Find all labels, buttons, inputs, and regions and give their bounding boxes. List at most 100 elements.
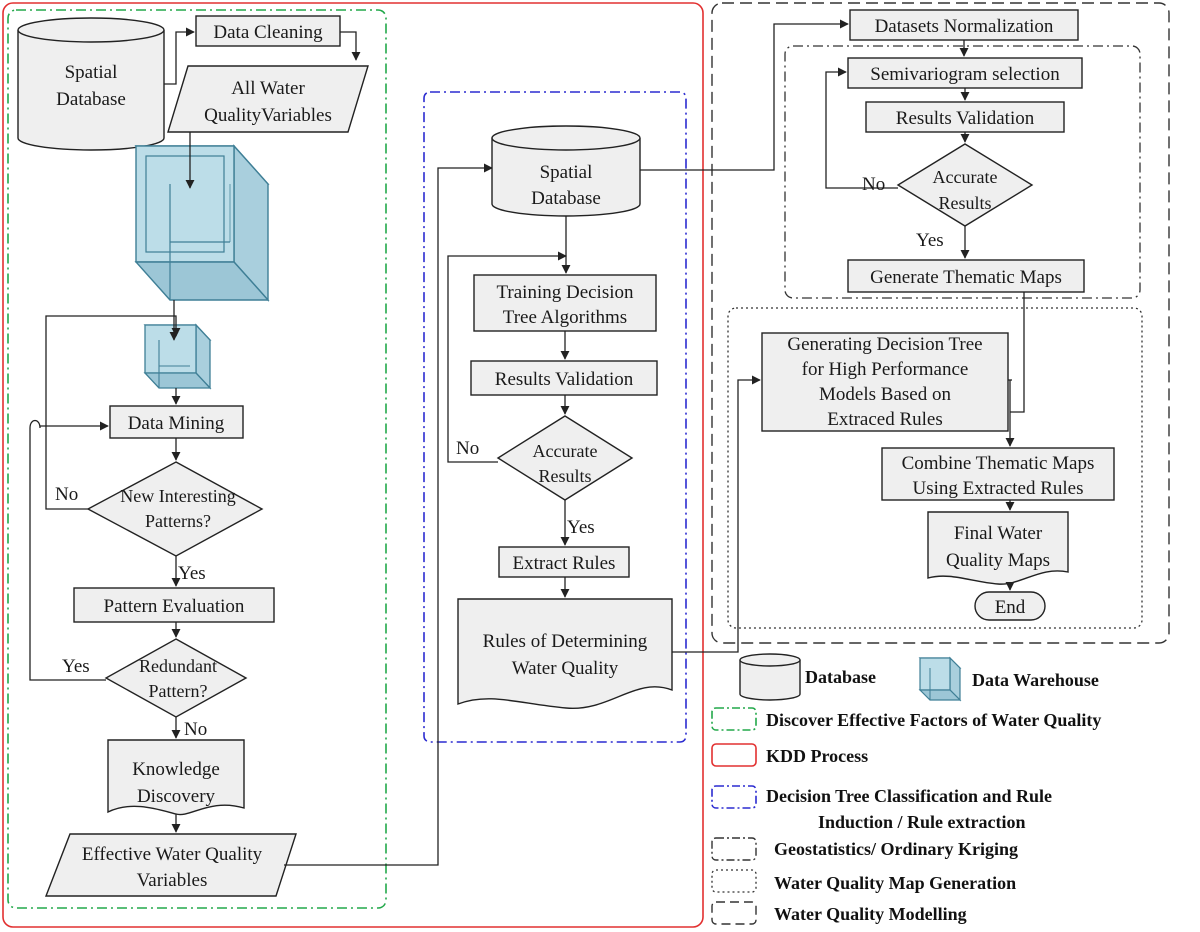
edge-yes-loop-2 <box>29 419 109 681</box>
svg-text:Spatial: Spatial <box>540 162 593 183</box>
svg-text:Generate Thematic Maps: Generate Thematic Maps <box>870 267 1062 288</box>
spatial-database-2: Spatial Database <box>491 125 641 217</box>
svg-text:Patterns?: Patterns? <box>145 511 211 531</box>
data-warehouse-large-icon <box>134 144 270 302</box>
svg-text:Discovery: Discovery <box>137 786 216 807</box>
svg-text:Results Validation: Results Validation <box>896 108 1035 129</box>
svg-text:Accurate: Accurate <box>533 441 598 461</box>
svg-text:Using Extracted Rules: Using Extracted Rules <box>913 478 1084 499</box>
training-decision-tree-box: Training Decision Tree Algorithms <box>473 274 657 332</box>
svg-text:Database: Database <box>531 188 601 209</box>
svg-text:Data Cleaning: Data Cleaning <box>213 22 323 43</box>
legend-discover-label: Discover Effective Factors of Water Qual… <box>766 710 1101 730</box>
svg-text:Extraced Rules: Extraced Rules <box>827 409 943 430</box>
svg-text:Pattern Evaluation: Pattern Evaluation <box>104 596 245 617</box>
decision-tree-frame <box>423 91 687 743</box>
label-yes-3: Yes <box>567 517 595 538</box>
all-water-quality-variables: All Water QualityVariables <box>167 65 369 133</box>
legend-red-swatch <box>711 743 757 767</box>
knowledge-discovery-document: Knowledge Discovery <box>107 739 245 816</box>
accurate-results-diamond-3: Accurate Results <box>896 143 1034 227</box>
svg-text:Models Based on: Models Based on <box>819 384 951 405</box>
legend-database-icon <box>739 653 801 701</box>
data-warehouse-small-icon <box>143 323 212 390</box>
edge-no-loop-3 <box>447 251 567 463</box>
legend-data-warehouse-icon <box>918 656 962 702</box>
svg-text:Rules of Determining: Rules of Determining <box>483 631 648 652</box>
edge-rules-to-generating <box>672 375 761 653</box>
svg-text:New Interesting: New Interesting <box>120 486 235 506</box>
svg-text:Water Quality: Water Quality <box>512 658 619 679</box>
generate-thematic-maps-box: Generate Thematic Maps <box>847 259 1085 293</box>
legend-decision-tree-label-1: Decision Tree Classification and Rule <box>766 786 1052 806</box>
legend-modelling-label: Water Quality Modelling <box>774 904 967 924</box>
svg-text:Final Water: Final Water <box>954 523 1043 544</box>
kdd-process-frame <box>2 2 704 928</box>
data-cleaning-box: Data Cleaning <box>195 15 341 47</box>
final-water-quality-maps-document: Final Water Quality Maps <box>927 511 1069 585</box>
legend-blue-swatch <box>711 785 757 809</box>
svg-text:Knowledge: Knowledge <box>132 759 220 780</box>
svg-text:Results: Results <box>538 466 591 486</box>
svg-text:Generating Decision Tree: Generating Decision Tree <box>787 334 982 355</box>
results-validation-box-3: Results Validation <box>865 101 1065 133</box>
legend-kdd-label: KDD Process <box>766 746 868 766</box>
new-interesting-patterns-diamond: New Interesting Patterns? <box>86 461 264 557</box>
edge-db-to-cleaning <box>164 27 195 85</box>
svg-text:Semivariogram selection: Semivariogram selection <box>870 64 1060 85</box>
svg-text:Tree Algorithms: Tree Algorithms <box>503 307 627 328</box>
legend-dashed-swatch <box>711 901 757 925</box>
combine-thematic-maps-box: Combine Thematic Maps Using Extracted Ru… <box>881 447 1115 501</box>
generating-decision-tree-box: Generating Decision Tree for High Perfor… <box>761 332 1009 432</box>
svg-text:Results: Results <box>938 193 991 213</box>
geostatistics-frame <box>784 45 1141 299</box>
label-no-4: No <box>862 174 885 195</box>
edge-db2-to-normalization <box>640 19 849 171</box>
edge-effective-to-db2 <box>284 163 493 866</box>
label-no-2: No <box>184 719 207 740</box>
legend-database-label: Database <box>805 667 876 687</box>
legend-geostatistics-label: Geostatistics/ Ordinary Kriging <box>774 839 1018 859</box>
svg-text:Pattern?: Pattern? <box>149 681 208 701</box>
svg-text:Spatial: Spatial <box>65 62 118 83</box>
svg-text:Extract Rules: Extract Rules <box>513 553 616 574</box>
svg-text:All Water: All Water <box>231 78 305 99</box>
extract-rules-box: Extract Rules <box>498 546 630 578</box>
edge-thematic-to-generating <box>1010 292 1025 413</box>
legend-green-swatch <box>711 707 757 731</box>
edge-no-loop-1 <box>45 315 181 510</box>
svg-text:Accurate: Accurate <box>933 167 998 187</box>
results-validation-box-2: Results Validation <box>470 360 658 396</box>
svg-text:for High Performance: for High Performance <box>802 359 969 380</box>
legend-dotted-swatch <box>711 869 757 893</box>
legend-geostat-swatch <box>711 837 757 861</box>
label-no-3: No <box>456 438 479 459</box>
water-quality-modelling-frame <box>711 2 1170 644</box>
legend-map-generation-label: Water Quality Map Generation <box>774 873 1016 893</box>
label-no-1: No <box>55 484 78 505</box>
spatial-database-1: Spatial Database <box>17 17 165 151</box>
svg-text:Data Mining: Data Mining <box>128 413 225 434</box>
svg-text:Datasets Normalization: Datasets Normalization <box>875 16 1054 37</box>
accurate-results-diamond-2: Accurate Results <box>496 415 634 501</box>
semivariogram-selection-box: Semivariogram selection <box>847 57 1083 89</box>
redundant-pattern-diamond: Redundant Pattern? <box>104 638 248 718</box>
svg-text:QualityVariables: QualityVariables <box>204 105 332 126</box>
label-yes-4: Yes <box>916 230 944 251</box>
svg-text:Redundant: Redundant <box>139 656 217 676</box>
pattern-evaluation-box: Pattern Evaluation <box>73 587 275 623</box>
legend-decision-tree-label-2: Induction / Rule extraction <box>818 812 1026 832</box>
end-terminator: End <box>974 591 1046 621</box>
rules-determining-document: Rules of Determining Water Quality <box>457 598 673 709</box>
svg-text:Variables: Variables <box>137 870 208 891</box>
svg-text:Training Decision: Training Decision <box>496 282 634 303</box>
label-yes-1: Yes <box>178 563 206 584</box>
map-generation-frame <box>727 307 1143 629</box>
svg-text:Quality Maps: Quality Maps <box>946 550 1050 571</box>
datasets-normalization-box: Datasets Normalization <box>849 9 1079 41</box>
legend-data-warehouse-label: Data Warehouse <box>972 670 1099 690</box>
svg-text:Combine Thematic Maps: Combine Thematic Maps <box>902 453 1095 474</box>
svg-text:Database: Database <box>56 89 126 110</box>
